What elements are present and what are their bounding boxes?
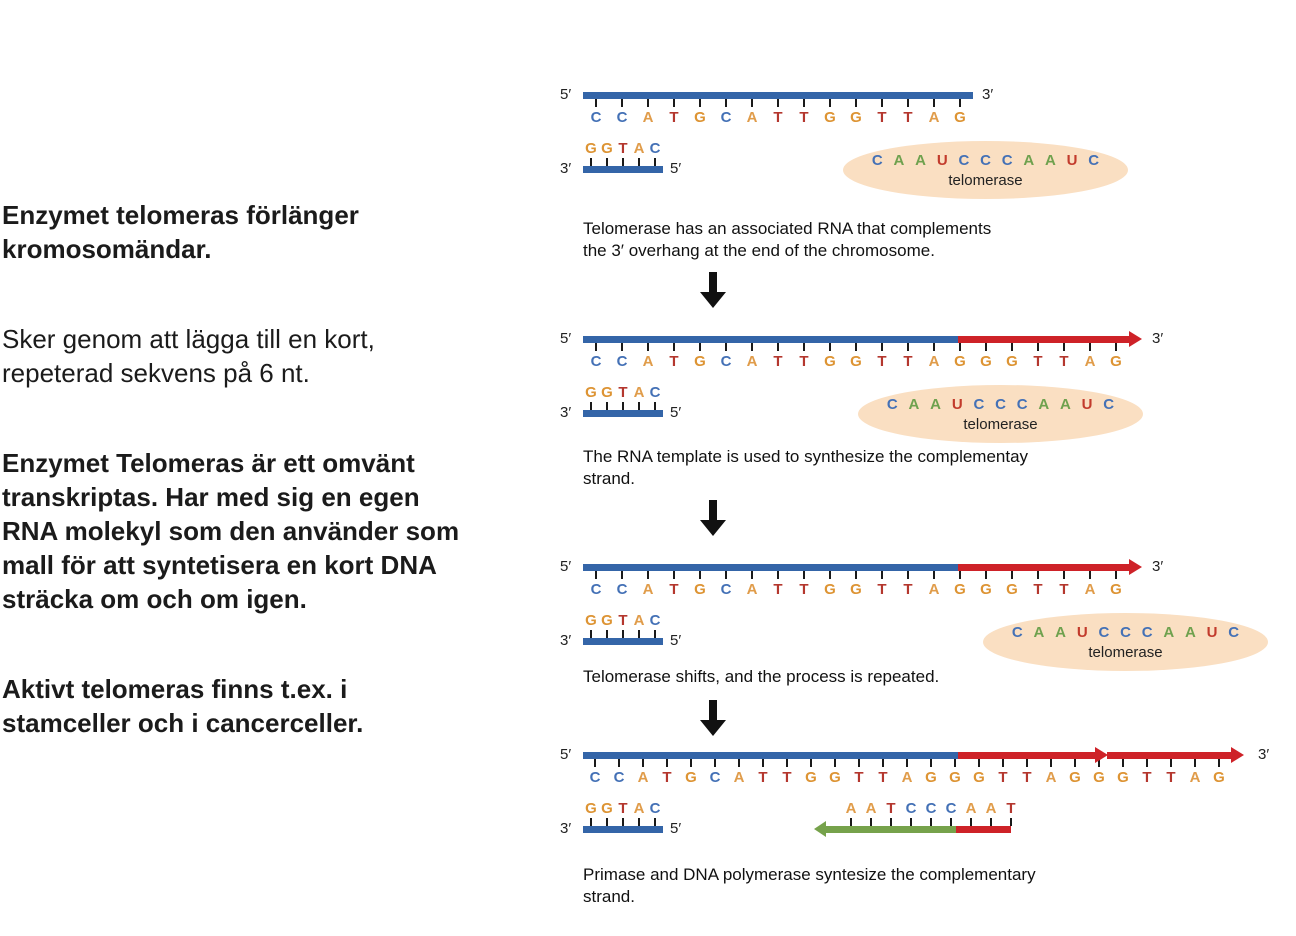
three-prime-label: 3′: [560, 632, 572, 649]
three-prime-label: 3′: [560, 404, 572, 421]
three-prime-label: 3′: [1258, 746, 1270, 763]
five-prime-label: 5′: [670, 160, 682, 177]
five-prime-label: 5′: [560, 86, 572, 103]
base-ticks: [583, 630, 663, 638]
process-arrow-1: [700, 272, 726, 308]
paragraph-3: Enzymet Telomeras är ett omvänt transkri…: [2, 448, 460, 614]
paragraph-4: Aktivt telomeras finns t.ex. i stamcelle…: [2, 674, 364, 738]
slide-text-block: Enzymet telomeras förlänger kromosomända…: [2, 198, 482, 796]
dna-strand-bar: [583, 336, 958, 343]
three-prime-label: 3′: [982, 86, 994, 103]
paragraph-1: Enzymet telomeras förlänger kromosomända…: [2, 200, 359, 264]
caption-step-1: Telomerase has an associated RNA that co…: [583, 219, 992, 260]
dna-polymerase-green-arrow: [814, 821, 956, 837]
three-prime-label: 3′: [1152, 330, 1164, 347]
five-prime-label: 5′: [670, 632, 682, 649]
arrow-head: [700, 520, 726, 536]
process-arrow-2: [700, 500, 726, 536]
arrow-shaft: [709, 700, 717, 720]
five-prime-label: 5′: [560, 746, 572, 763]
base-ticks: [583, 402, 663, 410]
base-ticks: [583, 343, 1129, 351]
dna-strand-bar: [583, 92, 973, 99]
new-telomere-red-arrow: [958, 747, 1108, 763]
telomerase-label: telomerase: [1088, 643, 1163, 661]
rna-primer-red-segment: [956, 826, 1011, 833]
complementary-strand-arrow: [814, 821, 1011, 837]
new-telomere-red-arrow-2: [1107, 747, 1244, 763]
five-prime-label: 5′: [670, 820, 682, 837]
base-ticks: [583, 99, 973, 107]
paragraph-2: Sker genom att lägga till en kort, repet…: [2, 324, 375, 388]
new-telomere-red-arrow: [958, 331, 1142, 347]
five-prime-label: 5′: [560, 558, 572, 575]
arrow-head: [700, 720, 726, 736]
base-ticks: [583, 818, 663, 826]
dna-strand-bar: [583, 826, 663, 833]
caption-step-3: Telomerase shifts, and the process is re…: [583, 667, 940, 686]
dna-strand-bar: [583, 564, 958, 571]
dna-strand-bar: [583, 166, 663, 173]
three-prime-label: 3′: [560, 820, 572, 837]
three-prime-label: 3′: [560, 160, 572, 177]
arrow-shaft: [709, 500, 717, 520]
base-ticks: [583, 571, 1129, 579]
five-prime-label: 5′: [560, 330, 572, 347]
dna-strand-bar: [583, 410, 663, 417]
dna-strand-bar: [583, 752, 958, 759]
caption-step-2: The RNA template is used to synthesize t…: [583, 447, 1029, 488]
base-ticks: [583, 158, 663, 166]
three-prime-label: 3′: [1152, 558, 1164, 575]
five-prime-label: 5′: [670, 404, 682, 421]
base-ticks: [841, 818, 1021, 826]
new-telomere-red-arrow: [958, 559, 1142, 575]
dna-strand-bar: [583, 638, 663, 645]
arrow-shaft: [709, 272, 717, 292]
caption-step-4: Primase and DNA polymerase syntesize the…: [583, 865, 1036, 906]
base-ticks: [583, 759, 1231, 767]
telomerase-label: telomerase: [963, 415, 1038, 433]
telomerase-label: telomerase: [948, 171, 1023, 189]
process-arrow-3: [700, 700, 726, 736]
arrow-head: [700, 292, 726, 308]
